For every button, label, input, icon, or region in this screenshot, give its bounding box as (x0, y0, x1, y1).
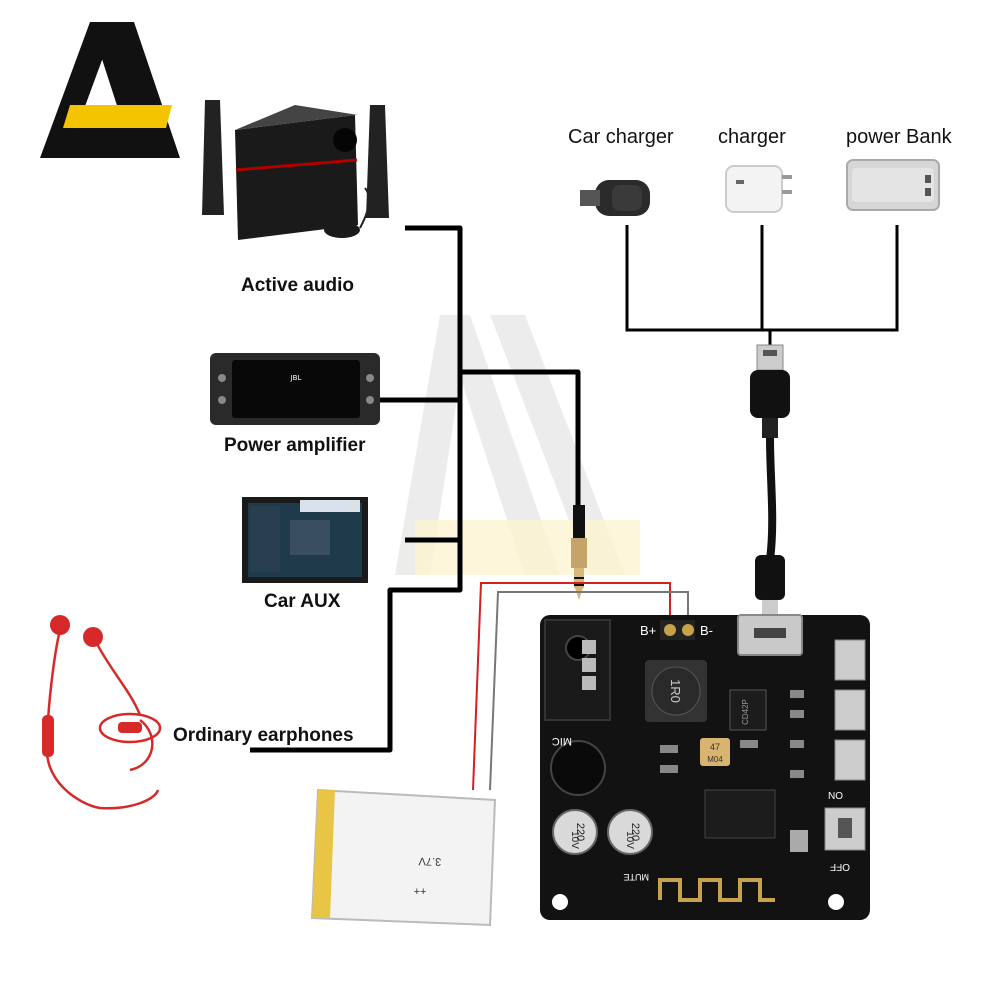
lipo-battery: 3.7V ++ (310, 788, 497, 927)
cap-right-value: 220 (629, 823, 641, 841)
chip-code: CD42P (741, 699, 750, 725)
switch-off-label: OFF (830, 861, 850, 872)
small-cap-code: M04 (707, 755, 723, 764)
small-cap-value: 47 (710, 742, 720, 752)
mic-label: MIC (552, 735, 572, 747)
cap-right-voltage: 10V (624, 831, 635, 849)
earphones-image (42, 615, 162, 810)
board-b-plus-label: B+ (640, 623, 656, 638)
audio-jack-plug (571, 505, 587, 600)
cap-left-value: 220 (574, 823, 586, 841)
car-charger-image (580, 180, 650, 216)
inductor-code: 1R0 (668, 679, 683, 703)
switch-on-label: ON (828, 789, 843, 800)
cap-left-voltage: 10V (569, 831, 580, 849)
battery-print-bottom: ++ (414, 886, 427, 898)
label-car-charger: Car charger (568, 126, 674, 148)
usb-cable (750, 344, 790, 615)
label-ordinary-earphones: Ordinary earphones (173, 725, 354, 746)
mute-label: MUTE (624, 872, 650, 882)
bluetooth-receiver-board: B+ B- 1R0 CD42P 47 M04 MIC 220 10V 220 1… (540, 614, 870, 920)
power-lines (625, 225, 899, 345)
label-car-aux: Car AUX (264, 591, 341, 612)
wall-charger-image (725, 165, 792, 213)
watermark-logo (395, 315, 640, 575)
board-b-minus-label: B- (700, 623, 713, 638)
label-power-amplifier: Power amplifier (224, 435, 366, 456)
battery-print-top: 3.7V (418, 855, 442, 868)
power-bank-image (846, 159, 940, 211)
active-audio-speakers-image (202, 100, 389, 240)
label-active-audio: Active audio (241, 275, 354, 296)
car-aux-screen-image (242, 497, 368, 583)
label-power-bank: power Bank (846, 126, 952, 148)
battery-wires (472, 582, 689, 791)
audio-cables (250, 225, 581, 753)
brand-logo (40, 22, 180, 158)
svg-text:JBL: JBL (290, 374, 302, 382)
label-charger: charger (718, 126, 786, 148)
power-amplifier-image: JBL (210, 353, 380, 425)
